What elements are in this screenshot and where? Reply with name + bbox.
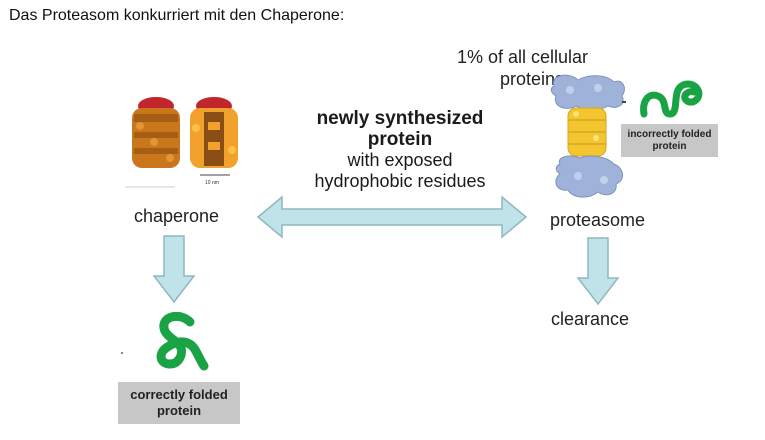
incorrect-line-2: protein [652,140,687,152]
proteasome-abundance-note: 1% of all cellular proteins [428,46,588,90]
center-line-3: with exposed [347,150,453,170]
page-heading: Das Proteasom konkurriert mit den Chaper… [9,7,345,24]
stray-dot [121,352,123,354]
note-line-2: proteins [499,69,564,89]
chaperone-complex-cutaway [190,97,238,168]
chaperone-down-arrow [152,235,196,304]
proteasome-down-arrow [576,237,620,306]
center-line-4: hydrophobic residues [314,171,486,191]
correct-line-1: correctly folded [130,387,228,403]
center-line-2: protein [367,129,433,150]
small-dash [622,101,626,103]
incorrect-line-1: incorrectly folded [627,128,712,140]
correct-line-2: protein [156,403,202,418]
correctly-folded-protein-label: correctly folded protein [118,382,240,424]
chaperone-illustration [125,97,238,188]
newly-synthesized-protein-label: newly synthesized protein with exposed h… [300,108,500,192]
correctly-folded-protein-icon [156,312,209,371]
note-line-1: 1% of all cellular [456,47,588,67]
incorrectly-folded-protein-label: incorrectly folded protein [621,124,718,157]
chaperone-label: chaperone [134,206,220,226]
center-line-1: newly synthesized [316,108,484,129]
proteasome-illustration [550,74,625,198]
scale-bar-label: 10 nm [205,180,219,186]
proteasome-label: proteasome [550,210,646,230]
competition-double-arrow [256,195,528,239]
incorrectly-folded-protein-icon [640,80,703,118]
clearance-label: clearance [551,309,630,329]
chaperone-complex-exterior [132,97,180,168]
